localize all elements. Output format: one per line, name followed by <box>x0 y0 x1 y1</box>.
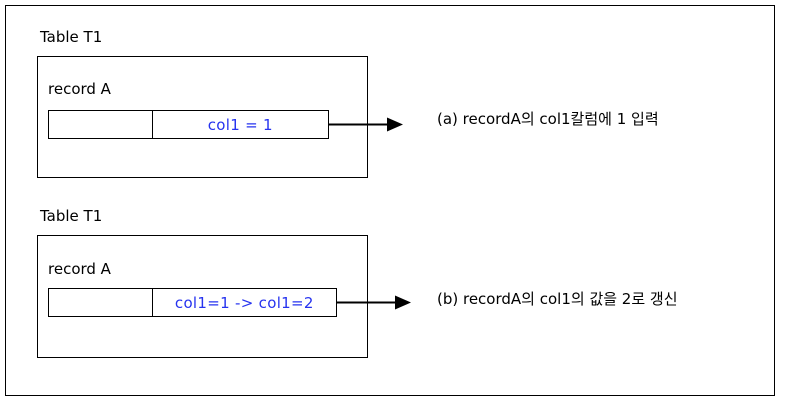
panel-b-record-row: col1=1 -> col1=2 <box>48 288 337 317</box>
panel-a-caption: (a) recordA의 col1칼럼에 1 입력 <box>437 110 659 128</box>
panel-b-table-box <box>37 235 368 358</box>
panel-b-table-title: Table T1 <box>40 207 103 225</box>
panel-a-cell-right-value: col1 = 1 <box>207 115 273 134</box>
panel-a-cell-right: col1 = 1 <box>153 111 328 138</box>
panel-a-table-box <box>37 56 368 178</box>
panel-b-cell-right: col1=1 -> col1=2 <box>153 289 336 316</box>
panel-a-record-row: col1 = 1 <box>48 110 329 139</box>
panel-a-record-title: record A <box>48 80 111 98</box>
panel-b-caption: (b) recordA의 col1의 값을 2로 갱신 <box>437 290 678 308</box>
panel-b-cell-left <box>49 289 153 316</box>
panel-b-cell-right-value: col1=1 -> col1=2 <box>174 293 314 312</box>
figure-outer-frame <box>5 5 775 396</box>
panel-b-arrow-icon <box>337 295 411 310</box>
panel-a-cell-left <box>49 111 153 138</box>
panel-b-record-title: record A <box>48 260 111 278</box>
panel-a-table-title: Table T1 <box>40 28 103 46</box>
panel-a-arrow-icon <box>329 117 403 132</box>
